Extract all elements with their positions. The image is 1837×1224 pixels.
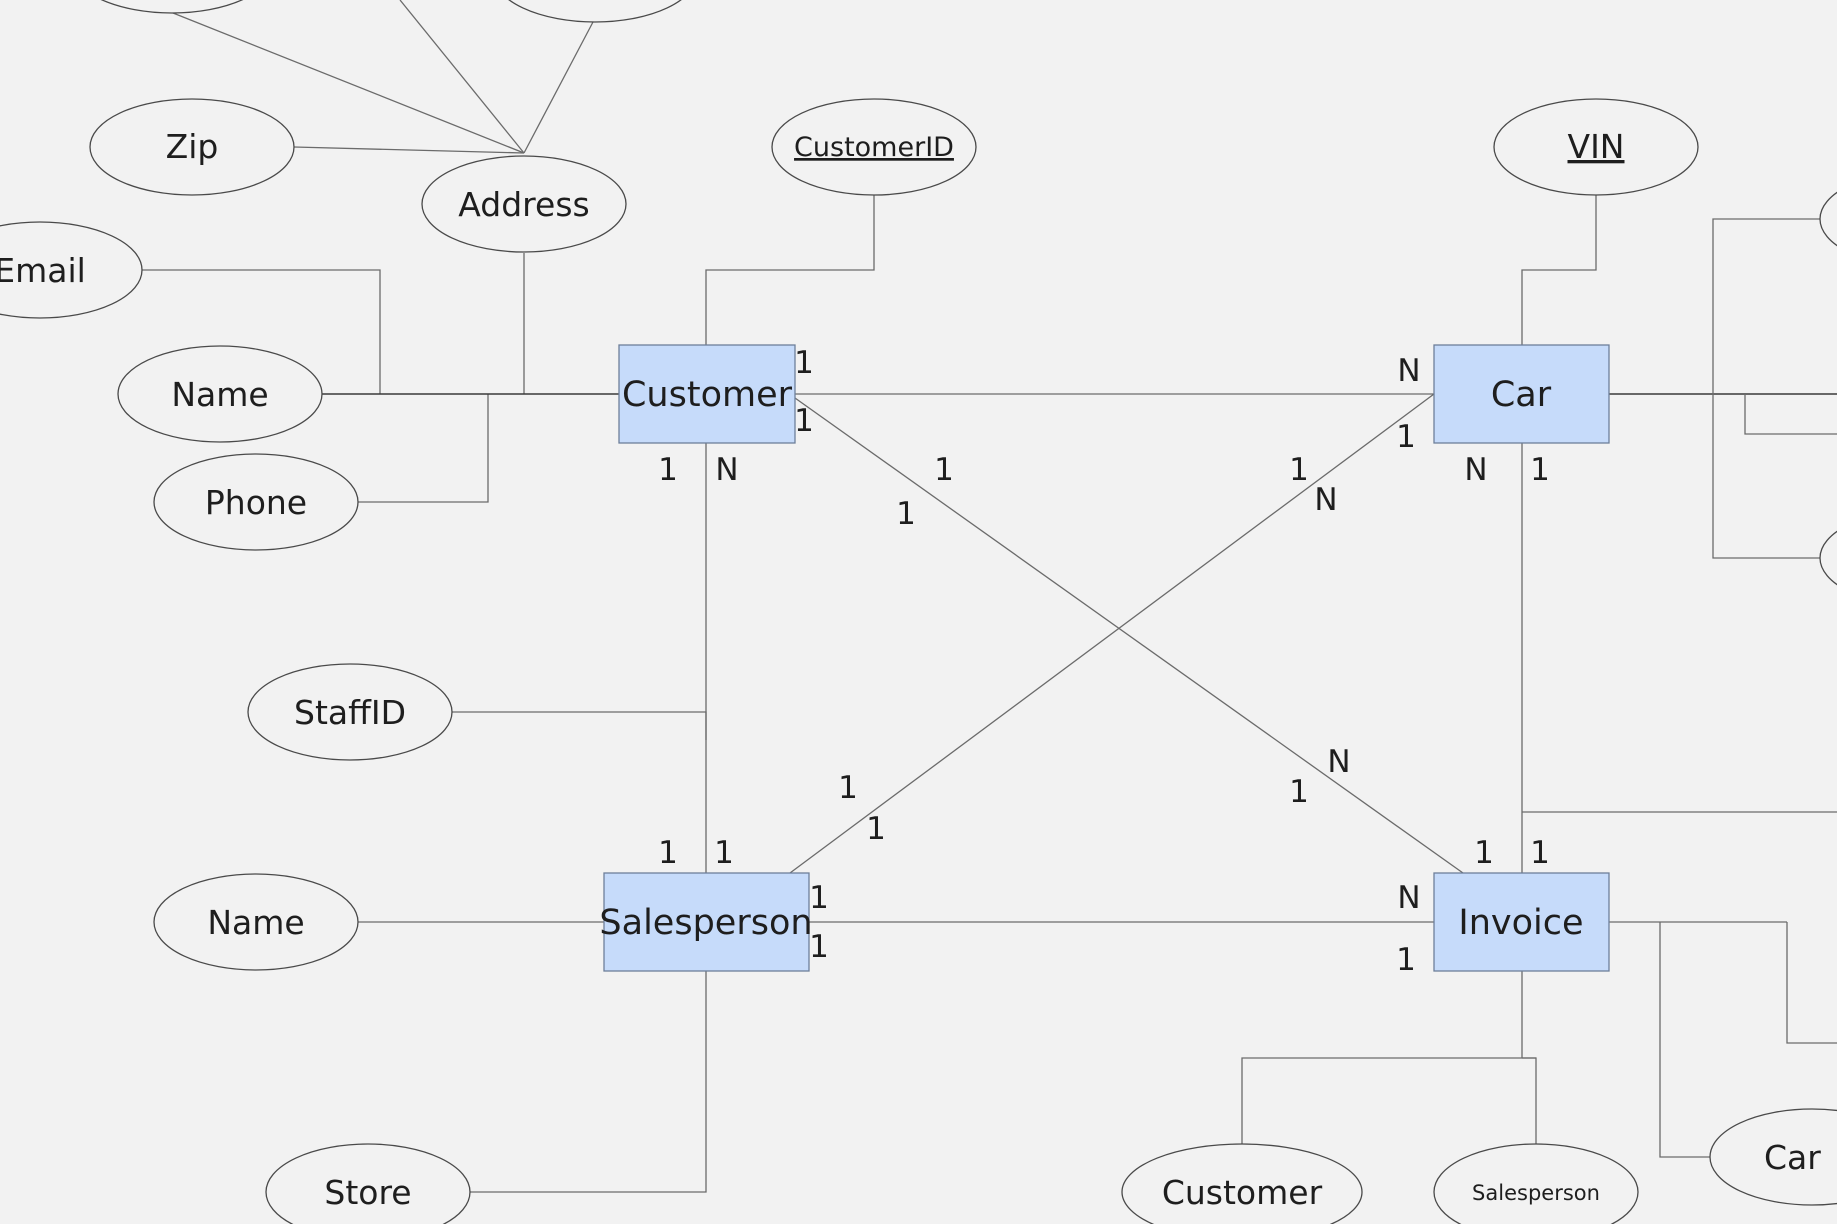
- connectors: [141, 0, 1837, 1193]
- cardinality-label: 1: [714, 835, 734, 871]
- attribute-invoice-customer[interactable]: Customer: [1121, 1143, 1363, 1224]
- cardinality-label: 1: [809, 929, 829, 965]
- connector-address-topright: [523, 21, 594, 154]
- cardinality-label: 1: [896, 496, 916, 532]
- attribute-offscreen-topright: [508, 0, 682, 23]
- connector-vin-car: [1521, 195, 1597, 345]
- connector-car-attr-bottom: [1712, 394, 1820, 559]
- attribute-salesperson-name[interactable]: Name: [153, 873, 359, 971]
- connector-email-customer: [141, 269, 381, 394]
- connector-invoice-attr-right: [1786, 922, 1837, 1044]
- connector-car-attr-mid: [1744, 394, 1837, 435]
- attribute-car-offscreen-bottom: [1819, 530, 1837, 586]
- attribute-customer-name-label: Name: [171, 375, 268, 414]
- entity-customer[interactable]: Customer: [618, 344, 796, 444]
- entity-car-label: Car: [1491, 375, 1552, 415]
- entity-salesperson-label: Salesperson: [599, 903, 812, 943]
- attribute-salesperson-name-label: Name: [207, 903, 304, 942]
- attribute-invoice-salesperson[interactable]: Salesperson: [1433, 1143, 1639, 1224]
- attribute-phone-label: Phone: [205, 483, 307, 522]
- attribute-staff-id[interactable]: StaffID: [247, 663, 453, 761]
- cardinality-label: N: [1397, 880, 1420, 916]
- cardinality-label: 1: [1474, 835, 1494, 871]
- cardinality-label: 1: [1396, 419, 1416, 455]
- cardinality-label: N: [715, 452, 738, 488]
- cardinality-label: 1: [809, 880, 829, 916]
- attribute-phone[interactable]: Phone: [153, 453, 359, 551]
- cardinality-label: 1: [794, 345, 814, 381]
- cardinality-label: 1: [794, 403, 814, 439]
- attribute-staff-id-label: StaffID: [294, 693, 406, 732]
- entities: Customer Car Salesperson Invoice: [599, 344, 1610, 972]
- attribute-invoice-salesperson-label: Salesperson: [1472, 1181, 1600, 1205]
- relationship-car-salesperson: [789, 393, 1435, 874]
- entity-customer-label: Customer: [622, 375, 793, 415]
- cardinality-label: N: [1397, 353, 1420, 389]
- attribute-customer-name[interactable]: Name: [117, 345, 323, 443]
- attribute-email-label: Email: [0, 251, 86, 290]
- cardinality-label: 1: [1530, 835, 1550, 871]
- connector-staffid-salesperson: [452, 711, 707, 740]
- attribute-invoice-car-label: Car: [1764, 1138, 1821, 1177]
- cardinality-label: N: [1314, 482, 1337, 518]
- cardinality-label: N: [1464, 452, 1487, 488]
- attribute-customer-id-label: CustomerID: [794, 132, 954, 163]
- attribute-vin[interactable]: VIN: [1493, 98, 1699, 196]
- cardinality-label: 1: [658, 835, 678, 871]
- connector-car-attr-top: [1712, 218, 1820, 394]
- cardinality-label: 1: [934, 452, 954, 488]
- entity-invoice[interactable]: Invoice: [1433, 872, 1610, 972]
- attribute-car-offscreen-top: [1819, 191, 1837, 247]
- relationship-customer-invoice: [794, 397, 1464, 874]
- entity-salesperson[interactable]: Salesperson: [599, 872, 813, 972]
- attribute-customer-id[interactable]: CustomerID: [771, 98, 977, 196]
- attribute-address[interactable]: Address: [421, 155, 627, 253]
- attribute-offscreen-topleft: [100, 0, 244, 14]
- cardinality-labels: 1 1 1 N 1 1 N 1 1 N N 1 N 1 1 1 1 1 1 1 …: [658, 345, 1550, 978]
- connector-invoice-customer-attr: [1241, 1057, 1536, 1145]
- connector-store-salesperson: [470, 971, 707, 1193]
- attribute-invoice-car[interactable]: Car: [1709, 1108, 1837, 1206]
- attribute-store[interactable]: Store: [265, 1143, 471, 1224]
- attribute-zip-label: Zip: [166, 127, 219, 166]
- connector-customerid-customer: [705, 195, 875, 345]
- connector-invoice-car-attr: [1659, 922, 1712, 1158]
- cardinality-label: 1: [1289, 774, 1309, 810]
- cardinality-label: 1: [866, 811, 886, 847]
- connector-phone-customer: [358, 394, 489, 503]
- connector-address-zip: [293, 146, 525, 154]
- connector-address-topleft: [167, 10, 525, 154]
- attribute-invoice-customer-label: Customer: [1162, 1173, 1323, 1212]
- attribute-zip[interactable]: Zip: [89, 98, 295, 196]
- attribute-email[interactable]: Email: [0, 221, 143, 319]
- attribute-vin-label: VIN: [1568, 127, 1625, 166]
- entity-invoice-label: Invoice: [1458, 903, 1583, 943]
- attribute-store-label: Store: [324, 1173, 411, 1212]
- cardinality-label: N: [1327, 744, 1350, 780]
- cardinality-label: 1: [658, 452, 678, 488]
- cardinality-label: 1: [1289, 452, 1309, 488]
- attribute-address-label: Address: [458, 185, 589, 224]
- cardinality-label: 1: [838, 770, 858, 806]
- connector-invoice-salesperson-attr: [1522, 1057, 1537, 1145]
- cardinality-label: 1: [1530, 452, 1550, 488]
- connector-address-topmid: [399, 0, 525, 154]
- cardinality-label: 1: [1396, 942, 1416, 978]
- entity-car[interactable]: Car: [1433, 344, 1610, 444]
